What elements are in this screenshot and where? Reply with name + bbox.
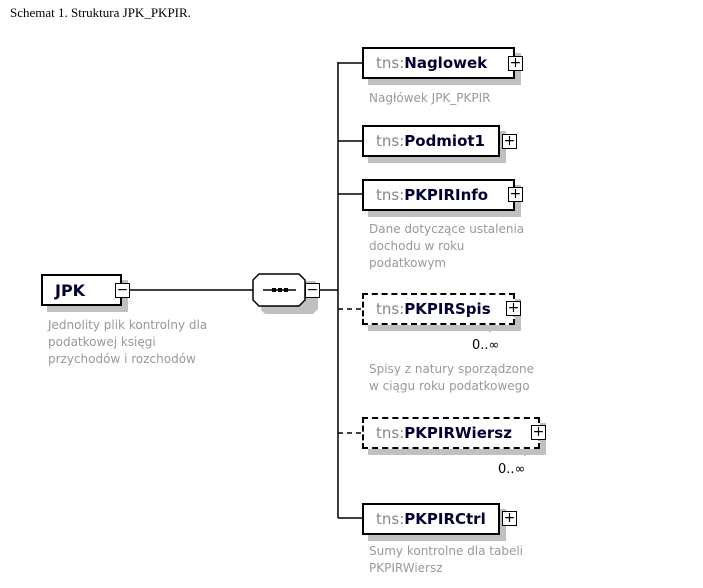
- desc-line: dochodu w roku: [369, 239, 465, 253]
- desc-line: Sumy kontrolne dla tabeli: [369, 544, 523, 558]
- namespace-prefix: tns:: [376, 424, 405, 442]
- desc-line: w ciągu roku podatkowego: [369, 379, 530, 393]
- cardinality-pkpirwiersz: 0..∞: [498, 462, 526, 477]
- root-collapse-toggle[interactable]: −: [115, 282, 130, 298]
- expand-toggle-pkpirwiersz[interactable]: +: [531, 424, 546, 440]
- root-description: Jednolity plik kontrolny dla podatkowej k…: [48, 317, 207, 368]
- expand-toggle-naglowek[interactable]: +: [508, 55, 523, 71]
- description-pkpirspis: Spisy z natury sporządzone w ciągu roku p…: [369, 361, 534, 395]
- root-name: JPK: [55, 280, 86, 300]
- namespace-prefix: tns:: [376, 300, 405, 318]
- desc-line: przychodów i rozchodów: [48, 352, 196, 366]
- element-name: PKPIRSpis: [404, 300, 491, 318]
- root-element-jpk[interactable]: JPK: [41, 274, 122, 306]
- desc-line: Jednolity plik kontrolny dla: [48, 318, 208, 332]
- element-name: PKPIRWiersz: [404, 424, 512, 442]
- namespace-prefix: tns:: [376, 510, 405, 528]
- element-pkpirwiersz[interactable]: tns:PKPIRWiersz: [362, 417, 540, 449]
- namespace-prefix: tns:: [376, 54, 405, 72]
- element-pkpirspis[interactable]: tns:PKPIRSpis: [362, 293, 515, 325]
- description-naglowek: Nagłówek JPK_PKPIR: [369, 91, 491, 105]
- expand-toggle-pkpirctrl[interactable]: +: [502, 510, 517, 526]
- element-podmiot1[interactable]: tns:Podmiot1: [362, 125, 500, 157]
- namespace-prefix: tns:: [376, 132, 405, 150]
- element-name: PKPIRCtrl: [404, 510, 486, 528]
- cardinality-pkpirspis: 0..∞: [472, 338, 500, 353]
- sequence-collapse-toggle[interactable]: −: [305, 282, 320, 298]
- desc-line: podatkowym: [369, 256, 447, 270]
- desc-line: podatkowej księgi: [48, 335, 156, 349]
- element-pkpirctrl[interactable]: tns:PKPIRCtrl: [362, 503, 500, 535]
- element-name: PKPIRInfo: [404, 186, 489, 204]
- element-pkpirinfo[interactable]: tns:PKPIRInfo: [362, 179, 515, 211]
- element-name: Naglowek: [404, 54, 488, 72]
- element-naglowek[interactable]: tns:Naglowek: [362, 47, 515, 79]
- expand-toggle-podmiot1[interactable]: +: [502, 133, 517, 149]
- namespace-prefix: tns:: [376, 186, 405, 204]
- expand-toggle-pkpirinfo[interactable]: +: [508, 186, 523, 202]
- desc-line: Dane dotyczące ustalenia: [369, 222, 525, 236]
- desc-line: Spisy z natury sporządzone: [369, 362, 535, 376]
- expand-toggle-pkpirspis[interactable]: +: [506, 300, 521, 316]
- desc-line: PKPIRWiersz: [369, 561, 443, 575]
- description-pkpirinfo: Dane dotyczące ustalenia dochodu w roku po…: [369, 221, 524, 272]
- element-name: Podmiot1: [404, 132, 485, 150]
- diagram-caption: Schemat 1. Struktura JPK_PKPIR.: [10, 5, 191, 20]
